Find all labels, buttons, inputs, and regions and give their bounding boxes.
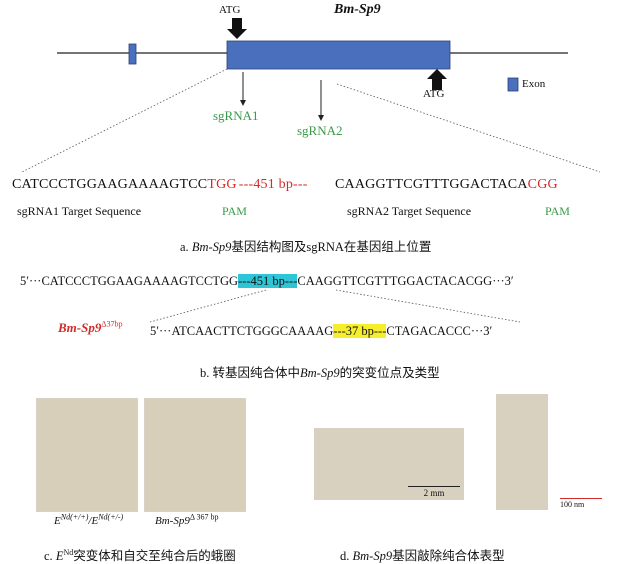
mutant-name: Bm-Sp9Δ37bp: [58, 319, 123, 335]
zoom-guide-left: [21, 68, 228, 173]
gene-title: Bm-Sp9: [334, 2, 381, 17]
caption-d: d. Bm-Sp9基因敲除纯合体表型: [340, 549, 505, 563]
egg-mass-wildtype-photo: [36, 398, 138, 512]
pam-left: TGG: [207, 177, 237, 192]
atg-arrow-down-icon: [227, 18, 247, 39]
target2-label: sgRNA2 Target Sequence: [347, 204, 472, 218]
deletion-gap: ---451 bp---: [238, 177, 308, 192]
mut-deletion-highlight: ---37 bp---: [333, 324, 387, 338]
mutation-guide-lines: [149, 289, 521, 323]
seq-right: CAAGGTTCGTTTGGACTACA: [335, 177, 528, 192]
gene-structure-diagram: [21, 18, 601, 173]
target1-label: sgRNA1 Target Sequence: [17, 204, 142, 218]
zoom-guide-right: [336, 83, 601, 173]
wt-prefix: 5′···CATCCCTGGAAGAAAAGTCCTGG: [20, 274, 239, 288]
wt-suffix: CAAGGTTCGTTTGGACTACACGG···3′: [297, 274, 514, 288]
larva-phenotype-photo: [314, 428, 464, 500]
caption-b: b. 转基因纯合体中Bm-Sp9的突变位点及类型: [200, 366, 440, 380]
seq-left: CATCCCTGGAAGAAAAGTCC: [12, 177, 208, 192]
atg-label-bottom: ATG: [423, 88, 445, 100]
pam1-label: PAM: [222, 204, 247, 218]
caption-c: c. ENd突变体和自交至纯合后的蛾圈: [44, 547, 236, 563]
mutant-sequence: 5′···ATCAACTTCTGGGCAAAAG---37 bp---CTAGA…: [150, 324, 492, 339]
egg-mass-mutant-photo: [144, 398, 246, 512]
atg-arrow-up-icon: [427, 69, 447, 90]
label-mutant-eggs: Bm-Sp9Δ 367 bp: [155, 512, 219, 527]
caption-a: a. Bm-Sp9基因结构图及sgRNA在基因组上位置: [180, 240, 432, 254]
exon-main: [226, 40, 451, 70]
exon-small: [128, 43, 137, 65]
scale-bar-left: 2 mm: [408, 486, 460, 498]
mut-suffix: CTAGACACCC···3′: [386, 324, 493, 338]
sgrna2-label: sgRNA2: [297, 123, 343, 138]
target-sequence-line: CATCCCTGGAAGAAAAGTCCTGG---451 bp---: [12, 177, 308, 193]
scale-bar-right: 100 nm: [560, 498, 602, 509]
mut-prefix: 5′···ATCAACTTCTGGGCAAAAG: [150, 324, 334, 338]
pam-right: CGG: [527, 177, 558, 192]
legend-exon-swatch: [507, 77, 519, 92]
pupa-phenotype-photo: [496, 394, 548, 510]
target-sequence-right: CAAGGTTCGTTTGGACTACACGG: [335, 177, 558, 193]
label-wildtype-eggs: ENd(+/+)/ENd(+/-): [54, 512, 124, 527]
legend-exon-label: Exon: [522, 78, 546, 90]
wt-deletion-highlight: ---451 bp---: [238, 274, 298, 288]
wildtype-sequence: 5′···CATCCCTGGAAGAAAAGTCCTGG---451 bp---…: [20, 274, 514, 289]
pam2-label: PAM: [545, 204, 570, 218]
sgrna1-label: sgRNA1: [213, 108, 259, 123]
atg-label-top: ATG: [219, 4, 241, 16]
